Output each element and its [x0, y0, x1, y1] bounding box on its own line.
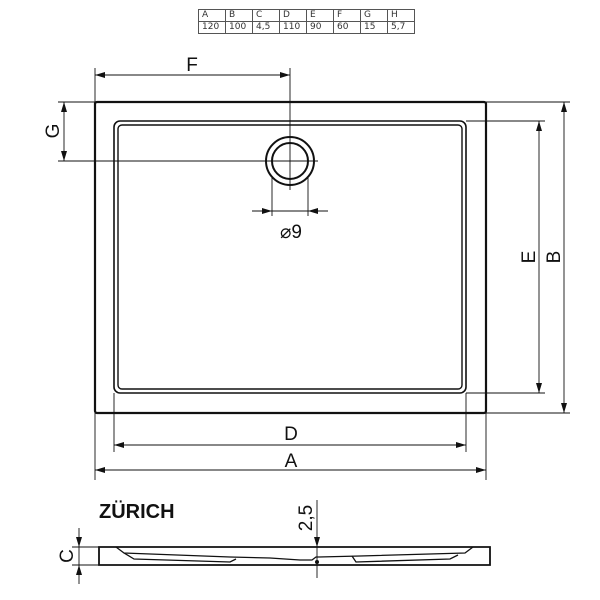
value-d: 110: [279, 21, 307, 34]
tray-profile-outline: [98, 546, 491, 566]
value-e: 90: [306, 21, 334, 34]
dimensions-value-row: 120 100 4,5 110 90 60 15 5,7: [198, 21, 415, 34]
dimensions-table: A B C D E F G H 120 100 4,5 110 90 60 15…: [198, 9, 415, 34]
profile-view: ZÜRICH C 2,5: [57, 500, 491, 584]
label-f: F: [186, 55, 198, 76]
value-h: 5,7: [387, 21, 415, 34]
dimension-f: F: [94, 55, 290, 102]
model-name: ZÜRICH: [99, 500, 175, 523]
dimension-e: E: [466, 120, 545, 394]
value-g: 15: [360, 21, 388, 34]
plan-view: F G ⌀9 E B: [43, 55, 570, 480]
dimension-c: C: [57, 528, 99, 584]
label-depth: 2,5: [296, 505, 317, 531]
tray-outer-edge: [93, 100, 488, 415]
label-a: A: [285, 451, 298, 472]
label-d: D: [284, 424, 298, 445]
label-c: C: [57, 549, 78, 563]
label-g: G: [43, 124, 64, 139]
dimension-drain-diameter: ⌀9: [252, 178, 328, 243]
dimension-b: B: [486, 101, 570, 414]
dimension-a: A: [94, 413, 487, 480]
dimension-g: G: [43, 101, 95, 161]
label-e: E: [519, 251, 540, 264]
label-b: B: [544, 251, 565, 264]
label-drain-diameter: ⌀9: [280, 222, 302, 243]
dimension-d: D: [113, 393, 467, 452]
dimension-depth: 2,5: [296, 500, 320, 578]
